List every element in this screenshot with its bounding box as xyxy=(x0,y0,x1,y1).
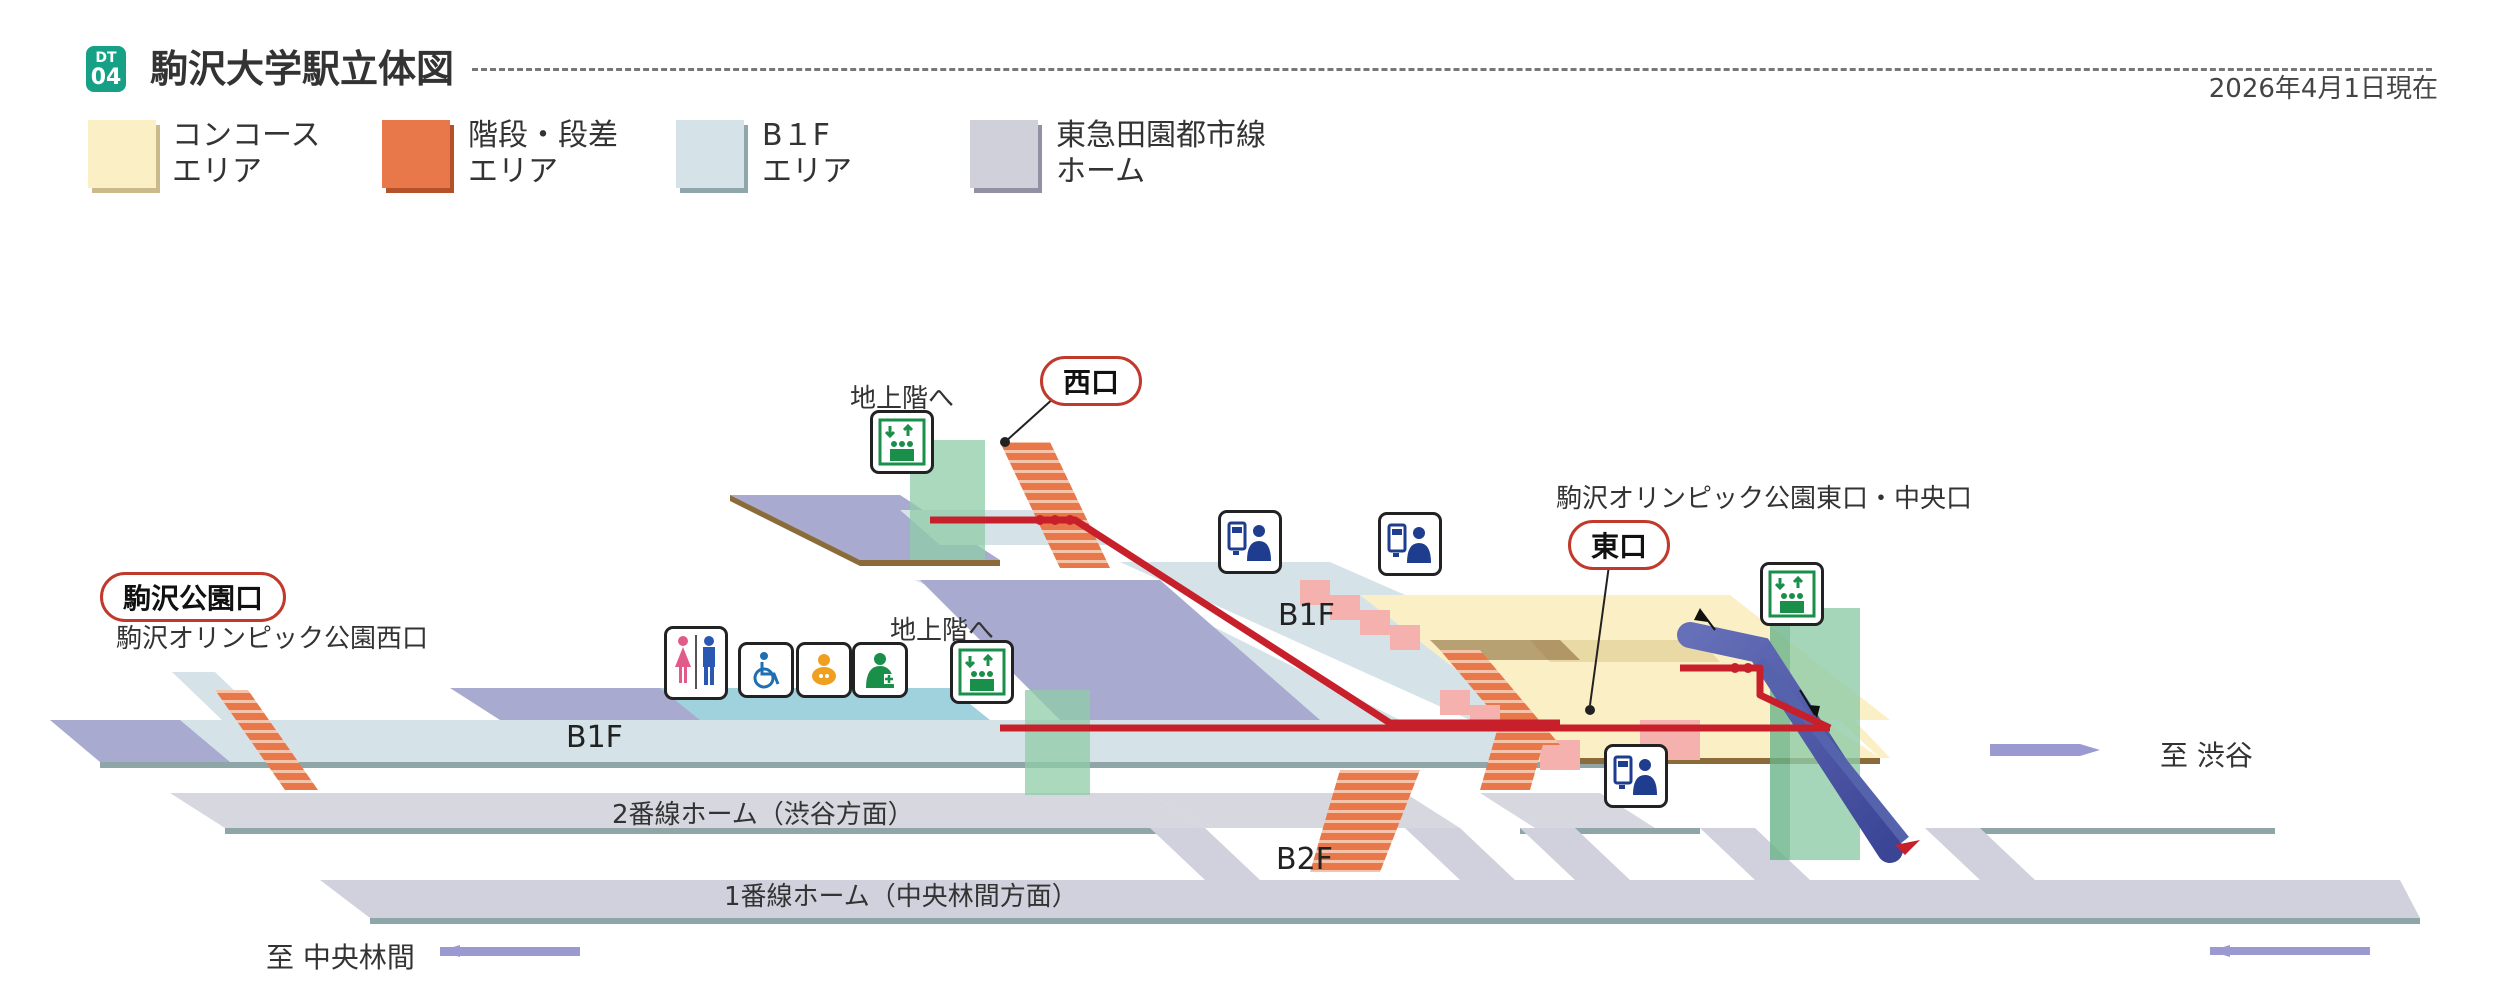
legend-label-platform: 東急田園都市線ホーム xyxy=(1056,118,1266,189)
legend-swatch-b1f xyxy=(676,120,744,188)
ticket-staff-icon xyxy=(1378,512,1442,576)
restroom-icon xyxy=(664,626,728,700)
wheelchair-icon xyxy=(738,642,794,698)
east-exit-badge[interactable]: 東口 xyxy=(1568,520,1671,570)
b1f-label-left: B1F xyxy=(566,720,623,755)
elevator-icon xyxy=(950,640,1014,704)
accessible-route xyxy=(930,516,1832,732)
direction-arrows xyxy=(440,744,2370,957)
to-ground-label-1: 地上階へ xyxy=(850,384,955,414)
park-exit-badge[interactable]: 駒沢公園口 xyxy=(100,572,287,622)
stairs xyxy=(215,442,1560,872)
badge-line-code: DT xyxy=(95,50,117,66)
ticket-staff-icon xyxy=(1604,744,1668,808)
legend-swatch-stairs xyxy=(382,120,450,188)
legend-label-concourse: コンコースエリア xyxy=(172,118,321,189)
elevator-icon xyxy=(1760,562,1824,626)
west-exit-badge[interactable]: 西口 xyxy=(1040,356,1143,406)
platform-1-label: 1番線ホーム（中央林間方面） xyxy=(724,882,1078,912)
platform-2 xyxy=(170,793,2275,834)
elevator-icon xyxy=(870,410,934,474)
legend-swatch-concourse xyxy=(88,120,156,188)
to-chuorinkan-label: 至 中央林間 xyxy=(266,941,415,974)
east-exit-subtitle: 駒沢オリンピック公園東口・中央口 xyxy=(1556,484,1973,514)
platform-2-label: 2番線ホーム（渋谷方面） xyxy=(612,800,914,830)
multipurpose-room-icon xyxy=(852,642,908,698)
as-of-date: 2026年4月1日現在 xyxy=(2208,74,2438,104)
baby-care-icon xyxy=(796,642,852,698)
escalator xyxy=(1677,608,1920,863)
park-exit-subtitle: 駒沢オリンピック公園西口 xyxy=(116,624,429,654)
b1f-label-mid: B1F xyxy=(1278,598,1335,633)
legend-label-stairs: 階段・段差エリア xyxy=(468,118,618,189)
to-shibuya-label: 至 渋谷 xyxy=(2160,739,2253,772)
line-station-badge: DT 04 xyxy=(86,46,126,92)
route-dots xyxy=(1035,515,1753,673)
badge-station-number: 04 xyxy=(90,65,122,90)
ticket-staff-icon xyxy=(1218,510,1282,574)
legend-swatch-platform xyxy=(970,120,1038,188)
platform-1 xyxy=(320,828,2420,924)
page-title: 駒沢大学駅立体図 xyxy=(150,47,455,91)
b2f-label: B2F xyxy=(1276,842,1333,877)
title-divider xyxy=(472,68,2432,71)
